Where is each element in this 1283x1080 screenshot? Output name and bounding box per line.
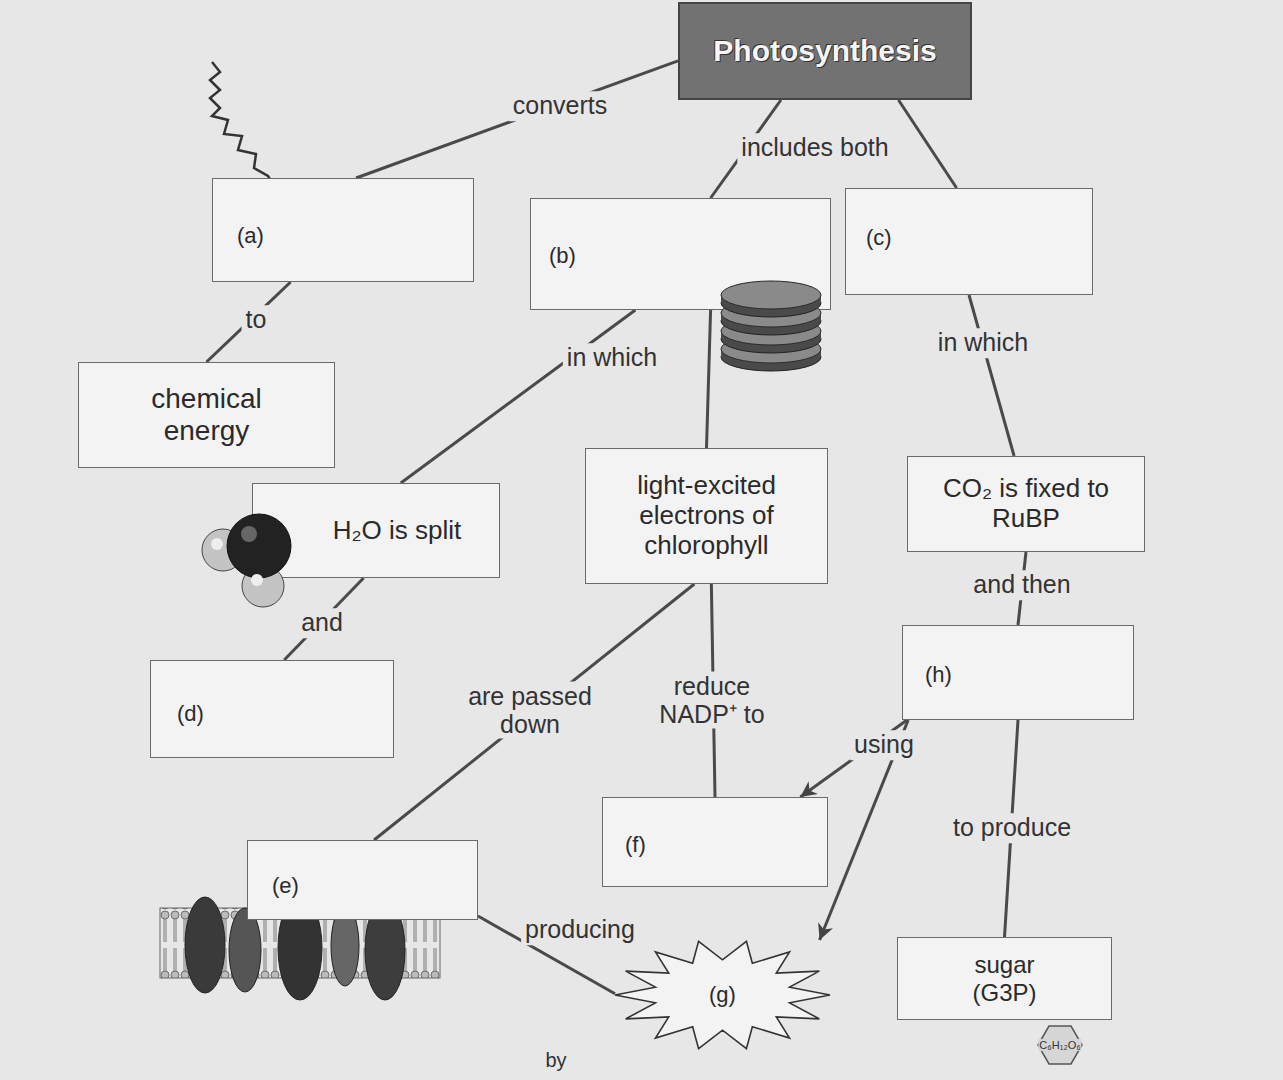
concept-box: (c) [845, 188, 1093, 295]
edge-label: reduce NADP⁺ to [633, 672, 791, 729]
node-text: chemical energy [134, 383, 279, 447]
title-box: Photosynthesis [678, 2, 972, 100]
edge-label: converts [509, 91, 611, 121]
concept-box: (d) [150, 660, 394, 758]
edge-label: and then [969, 570, 1074, 600]
node-text: CO₂ is fixed to RuBP [918, 474, 1134, 534]
granum-illustration [716, 271, 826, 371]
node-text: (a) [237, 223, 264, 248]
water-molecule [193, 466, 303, 611]
node-text: (e) [272, 873, 299, 898]
edge-label: in which [563, 343, 661, 373]
connector [707, 310, 711, 448]
concept-box: light-excited electrons of chlorophyll [585, 448, 828, 584]
connector [899, 100, 957, 188]
concept-box: (f) [602, 797, 828, 887]
edge-label: are passed down [456, 682, 604, 739]
node-text: (b) [549, 243, 576, 268]
glucose-icon [1038, 1026, 1082, 1064]
concept-box: (h) [902, 625, 1134, 720]
starburst-node: (g) [615, 940, 830, 1050]
node-text: (f) [625, 832, 646, 857]
concept-box: (a) [212, 178, 474, 282]
node-text: (g) [709, 982, 736, 1007]
concept-box: CO₂ is fixed to RuBP [907, 456, 1145, 552]
edge-label: in which [934, 328, 1032, 358]
concept-box: chemical energy [78, 362, 335, 468]
node-text: (h) [925, 662, 952, 687]
note-label: includes both [737, 133, 892, 163]
concept-box: (e) [247, 840, 478, 920]
connector [356, 61, 678, 178]
connector [284, 578, 363, 660]
edge-label: producing [521, 915, 639, 945]
edge-label: to produce [949, 813, 1075, 843]
concept-box: sugar (G3P) [897, 937, 1112, 1020]
formula-label: C₆H₁₂O₆ [1038, 1039, 1081, 1051]
connector [207, 282, 291, 362]
node-text: (d) [177, 701, 204, 726]
node-text: (c) [866, 225, 892, 250]
edge-label: to [242, 305, 271, 335]
concept-box: H₂O is split [252, 483, 500, 578]
concept-box: (b) [530, 198, 831, 310]
connector [969, 295, 1014, 456]
node-text: light-excited electrons of chlorophyll [594, 471, 819, 561]
node-text: H₂O is split [333, 516, 462, 546]
edge-label: and [297, 608, 347, 638]
node-text: Photosynthesis [713, 34, 936, 69]
node-text: sugar (G3P) [953, 951, 1056, 1006]
note-label: by [541, 1048, 570, 1072]
edge-label: using [850, 730, 918, 760]
